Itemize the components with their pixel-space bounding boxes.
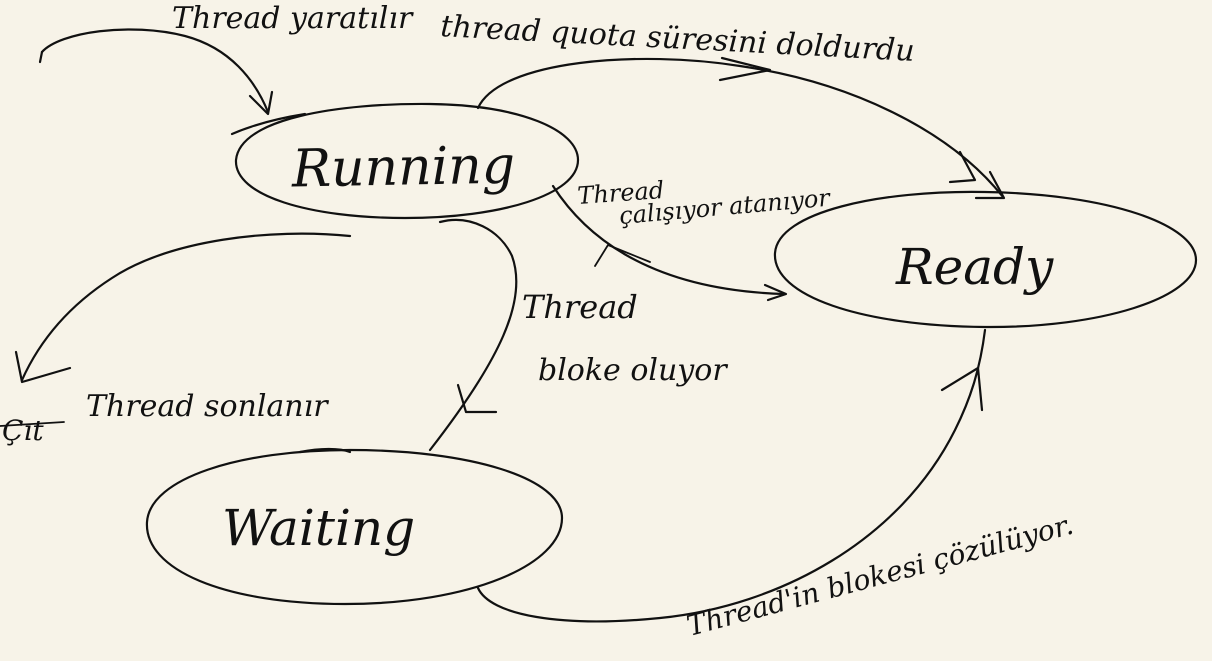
node-ready-label: Ready: [895, 238, 1054, 296]
edge-blocked-label-1: Thread: [522, 288, 638, 326]
edge-created-line: [40, 28, 270, 114]
edge-terminated-line: [20, 232, 352, 382]
node-waiting-label: Waiting: [222, 499, 415, 557]
edge-scheduled: Thread çalışıyor atanıyor: [551, 176, 832, 302]
edge-terminated-arrowhead: [14, 350, 72, 384]
edge-scheduled-tick: [594, 244, 651, 267]
edge-scheduled-arrowhead: [763, 283, 788, 302]
node-running-overstroke: [230, 112, 307, 136]
edge-scheduled-label-1: Thread: [576, 176, 665, 210]
edge-created: Thread yaratılır: [38, 1, 414, 116]
node-ready: Ready: [773, 190, 1198, 329]
edge-unblocked-label-1: Thread'in blokesi çözülüyor.: [683, 508, 1077, 643]
node-waiting: Waiting: [145, 447, 564, 606]
edge-created-arrowhead: [248, 90, 274, 116]
node-waiting-ellipse: [145, 448, 564, 606]
node-running-label: Running: [290, 136, 515, 200]
edge-terminated-label: Thread sonlanır: [86, 389, 329, 424]
node-running: Running: [230, 102, 580, 220]
edge-terminated: Çıt Thread sonlanır: [0, 232, 352, 447]
node-waiting-overstroke: [298, 447, 352, 454]
edge-unblocked-arrowhead: [940, 366, 984, 412]
edge-created-tail: [38, 50, 44, 64]
edge-blocked-arrowhead: [456, 383, 498, 414]
edge-scheduled-line: [551, 184, 787, 296]
edge-quota-arrowhead-1: [948, 150, 977, 184]
edge-unblocked-line: [476, 328, 987, 623]
edge-quota-arrowhead-2: [974, 170, 1006, 200]
edge-quota-line: [476, 57, 1005, 199]
node-ready-ellipse: [773, 190, 1198, 329]
edge-blocked-line: [428, 218, 518, 452]
edge-blocked-label-2: bloke oluyor: [538, 353, 728, 388]
node-running-ellipse: [234, 102, 580, 220]
edge-terminated-exit-mark: Çıt: [2, 414, 44, 447]
edge-created-label: Thread yaratılır: [172, 1, 414, 36]
edge-terminated-strike: [0, 421, 65, 427]
edge-quota: thread quota süresini doldurdu: [440, 9, 1006, 200]
edge-quota-midarrow: [718, 56, 772, 82]
edge-blocked: Thread bloke oluyor: [428, 218, 728, 452]
